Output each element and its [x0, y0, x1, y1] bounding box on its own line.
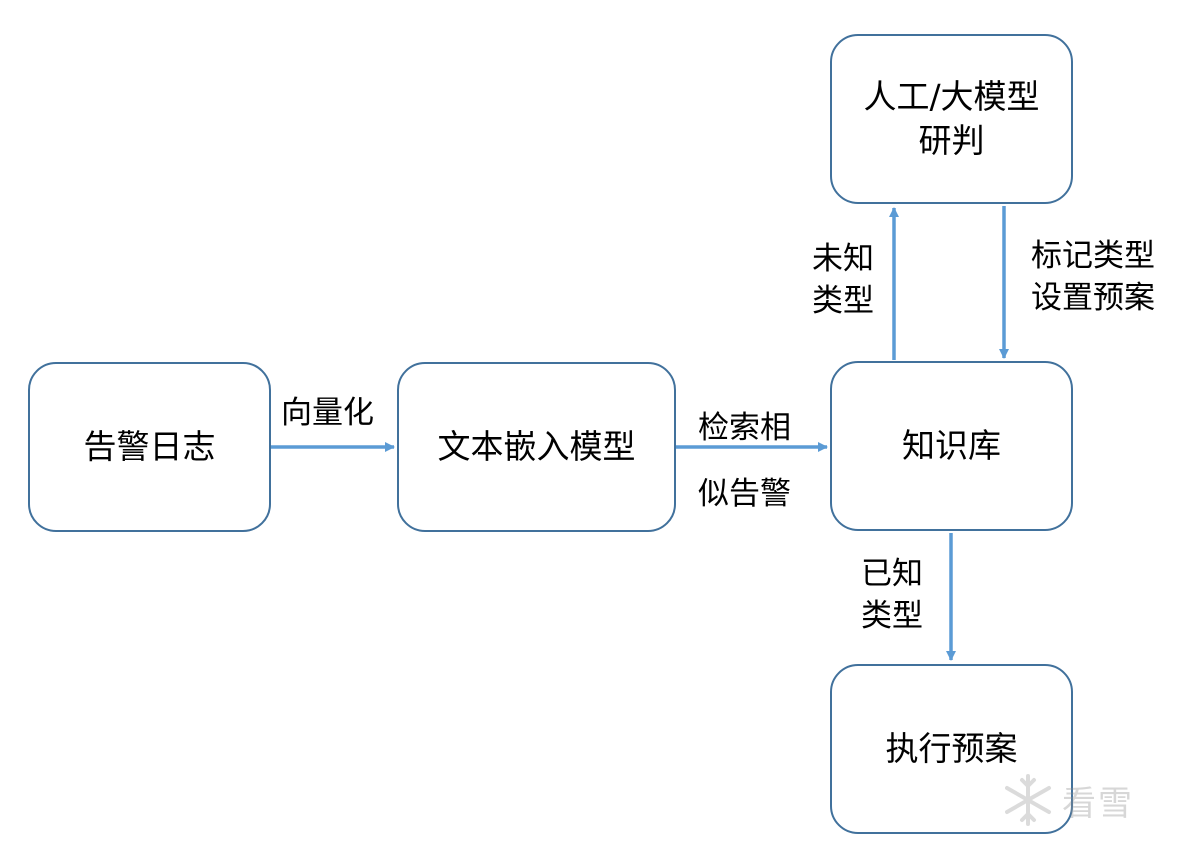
- node-review: 人工/大模型 研判: [830, 34, 1073, 204]
- edge-label-mark-type-line2: 设置预案: [1031, 280, 1155, 316]
- watermark-text: 看雪: [1062, 783, 1134, 824]
- node-review-label-line2: 研判: [918, 121, 985, 160]
- node-knowledge-base-label: 知识库: [902, 426, 1001, 465]
- edge-label-known-type-line2: 类型: [861, 598, 923, 634]
- node-execute-plan-label: 执行预案: [885, 729, 1018, 768]
- edge-label-known-type-line1: 已知: [861, 556, 923, 592]
- snowflake-icon: [1005, 774, 1051, 826]
- node-review-label-line1: 人工/大模型: [863, 77, 1040, 116]
- node-embedding-model: 文本嵌入模型: [397, 362, 676, 532]
- edge-label-unknown-type: 未知 类型: [812, 238, 874, 322]
- watermark: 看雪: [1000, 768, 1180, 832]
- edge-label-retrieve-similar: 检索相 似告警: [698, 395, 791, 527]
- edge-label-mark-type-line1: 标记类型: [1031, 238, 1155, 274]
- edge-label-retrieve-similar-line1: 检索相: [698, 410, 791, 446]
- edge-label-known-type: 已知 类型: [861, 553, 923, 637]
- node-execute-plan: 执行预案: [830, 664, 1073, 834]
- edge-label-mark-type: 标记类型 设置预案: [1031, 235, 1155, 319]
- edge-label-retrieve-similar-line2: 似告警: [698, 476, 791, 512]
- edge-label-unknown-type-line2: 类型: [812, 283, 874, 319]
- edge-label-unknown-type-line1: 未知: [812, 241, 874, 277]
- node-alert-log-label: 告警日志: [83, 427, 216, 466]
- node-embedding-model-label: 文本嵌入模型: [437, 427, 636, 466]
- node-knowledge-base: 知识库: [830, 361, 1073, 531]
- edge-label-vectorize: 向量化: [281, 395, 374, 431]
- node-alert-log: 告警日志: [28, 362, 271, 532]
